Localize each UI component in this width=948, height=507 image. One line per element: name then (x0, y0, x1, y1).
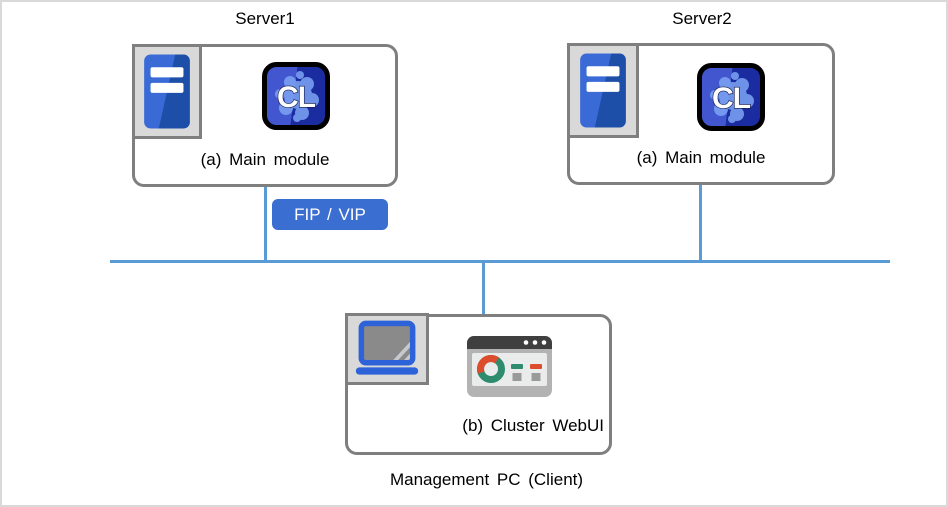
server1-caption: (a) Main module (200, 150, 330, 169)
cl-app-icon: CL (697, 63, 765, 131)
cl-app-icon-label: CL (712, 82, 751, 115)
management-pc-label: Management PC (Client) (389, 470, 584, 489)
server-tower-icon (580, 53, 626, 128)
server2-icon-box (567, 43, 639, 138)
laptop-icon (355, 320, 419, 375)
fip-vip-badge: FIP / VIP (272, 199, 388, 230)
server-tower-icon (144, 54, 190, 129)
server1-title: Server1 (235, 9, 295, 28)
management-caption: (b) Cluster WebUI (462, 416, 604, 435)
cl-app-icon: CL (262, 62, 330, 130)
server2-title: Server2 (672, 9, 732, 28)
server2-caption: (a) Main module (636, 148, 766, 167)
server1-icon-box (132, 44, 202, 139)
laptop-icon-box (345, 313, 429, 385)
browser-dashboard-icon (467, 336, 552, 397)
cl-app-icon-label: CL (277, 81, 316, 114)
